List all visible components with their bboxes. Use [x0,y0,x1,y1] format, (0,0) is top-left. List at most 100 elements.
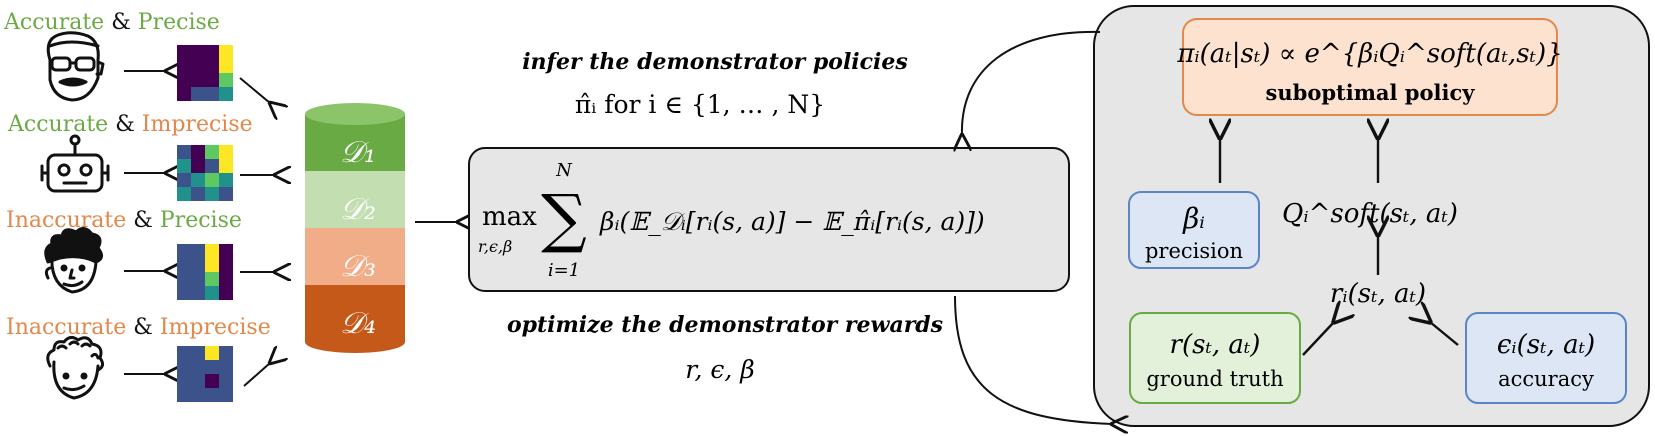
heatmap-4-cell [177,360,191,374]
heatmap-4-cell [205,360,219,374]
policy-box [1182,18,1558,116]
heatmap-1-cell [219,59,233,73]
heatmap-1-cell [205,73,219,87]
demonstrator-1-precision: Precise [138,10,220,35]
policy-label: suboptimal policy [1266,80,1476,105]
demonstrator-3-precision: Precise [160,208,242,233]
heatmap-2-cell [205,187,219,201]
heatmap-2-cell [205,145,219,159]
demonstrator-2-label: Accurate & Imprecise [7,112,253,137]
heatmap-4-cell [205,346,219,360]
heatmap-4-cell [177,388,191,402]
heatmap-2-cell [177,145,191,159]
objective-max-subscript: r,ϵ,β [478,237,512,256]
demonstrator-3-amp: & [133,208,153,233]
heatmap-4-cell [219,388,233,402]
heatmap-1-cell [191,59,205,73]
objective-body: βᵢ(𝔼_𝒟ᵢ[rᵢ(s, a)] − 𝔼_π̂ᵢ[rᵢ(s, a)]) [599,207,985,236]
heatmap-2-cell [191,173,205,187]
heatmap-2-cell [205,159,219,173]
demonstrator-3-label: Inaccurate & Precise [6,208,242,233]
dataset-1-label: 𝒟₁ [340,135,376,170]
arrow-heatmap4-dataset [243,363,270,387]
arrow-objective-to-panel [954,295,1112,424]
demonstrator-4-accuracy: Inaccurate [6,315,126,340]
heatmap-4-cell [191,388,205,402]
heatmap-3-cell [191,286,205,300]
arrow-groundtruth-ri [1302,322,1334,356]
heatmap-3-cell [219,258,233,272]
heatmap-2-cell [219,173,233,187]
heatmap-2-cell [219,159,233,173]
heatmap-4-cell [205,388,219,402]
arrow-accuracy-ri [1430,322,1459,346]
precision-symbol: βᵢ [1182,202,1205,235]
heatmap-3-cell [191,244,205,258]
heatmap-4-cell [219,374,233,388]
heatmap-1-cell [205,59,219,73]
bearded-man-with-glasses-icon [46,31,105,102]
heatmap-1-cell [219,73,233,87]
arrow-heatmap1-dataset [239,77,270,103]
demonstrator-2-accuracy: Accurate [7,112,108,137]
dataset-3-band [305,228,405,285]
policy-heatmaps [177,45,233,402]
dataset-2-band [305,171,405,228]
heatmap-3-cell [205,244,219,258]
heatmap-4-cell [219,360,233,374]
ground-truth-formula: r(sₜ, aₜ) [1170,330,1261,360]
dataset-3-label: 𝒟₃ [340,249,376,284]
dataset-4-label: 𝒟₄ [340,306,376,341]
accuracy-formula: ϵᵢ(sₜ, aₜ) [1497,330,1595,360]
dataset-2-label: 𝒟₂ [340,192,376,227]
dataset-cylinder: 𝒟₁ 𝒟₂ 𝒟₃ 𝒟₄ [305,103,405,353]
optimize-rewards-subtitle: r, ϵ, β [685,355,754,384]
heatmap-3-cell [205,272,219,286]
ground-truth-label: ground truth [1146,367,1283,391]
q-soft-formula: Qᵢ^soft(sₜ, aₜ) [1282,199,1458,229]
heatmap-2-cell [205,173,219,187]
heatmap-1-cell [177,87,191,101]
accuracy-box [1465,312,1627,404]
heatmap-3-cell [205,286,219,300]
curly-haired-person-icon [46,335,105,400]
precision-box [1128,191,1260,269]
demonstrator-4-label: Inaccurate & Imprecise [6,315,271,340]
dataset-cylinder-top [305,103,405,125]
heatmap-3-cell [177,286,191,300]
heatmap-1-cell [191,45,205,59]
heatmap-4-cell [177,374,191,388]
heatmap-2-cell [177,159,191,173]
policy-formula: πᵢ(aₜ|sₜ) ∝ e^{βᵢQᵢ^soft(aₜ,sₜ)} [1176,39,1562,69]
heatmap-3-cell [219,272,233,286]
heatmap-2-cell [191,145,205,159]
ground-truth-box [1129,312,1301,404]
demonstrator-1-amp: & [111,10,131,35]
icon-to-heatmap-arrows [124,71,166,374]
sum-upper-limit: N [555,160,573,181]
heatmap-1-cell [219,87,233,101]
heatmap-1-cell [191,87,205,101]
smiling-person-icon [44,227,103,294]
heatmap-4-cell [177,346,191,360]
infer-policies-subtitle: π̂ᵢ for i ∈ {1, … , N} [575,90,825,119]
arrow-panel-to-objective [962,30,1101,135]
heatmap-4-cell [191,346,205,360]
heatmap-3-cell [219,244,233,258]
heatmap-1-cell [177,59,191,73]
heatmap-to-dataset-arrows [239,77,275,387]
demonstrator-1-label: Accurate & Precise [3,10,220,35]
ri-formula: rᵢ(sₜ, aₜ) [1330,279,1426,309]
demonstrator-2-amp: & [115,112,135,137]
dataset-cylinder-bottom [305,331,405,353]
precision-label: precision [1145,239,1243,263]
objective-max: max [482,202,537,232]
objective-box [468,147,1070,292]
heatmap-2-cell [191,159,205,173]
heatmap-2-cell [219,187,233,201]
heatmap-2-cell [219,145,233,159]
accuracy-label: accuracy [1498,367,1594,391]
heatmap-1-cell [177,73,191,87]
heatmap-4-cell [205,374,219,388]
